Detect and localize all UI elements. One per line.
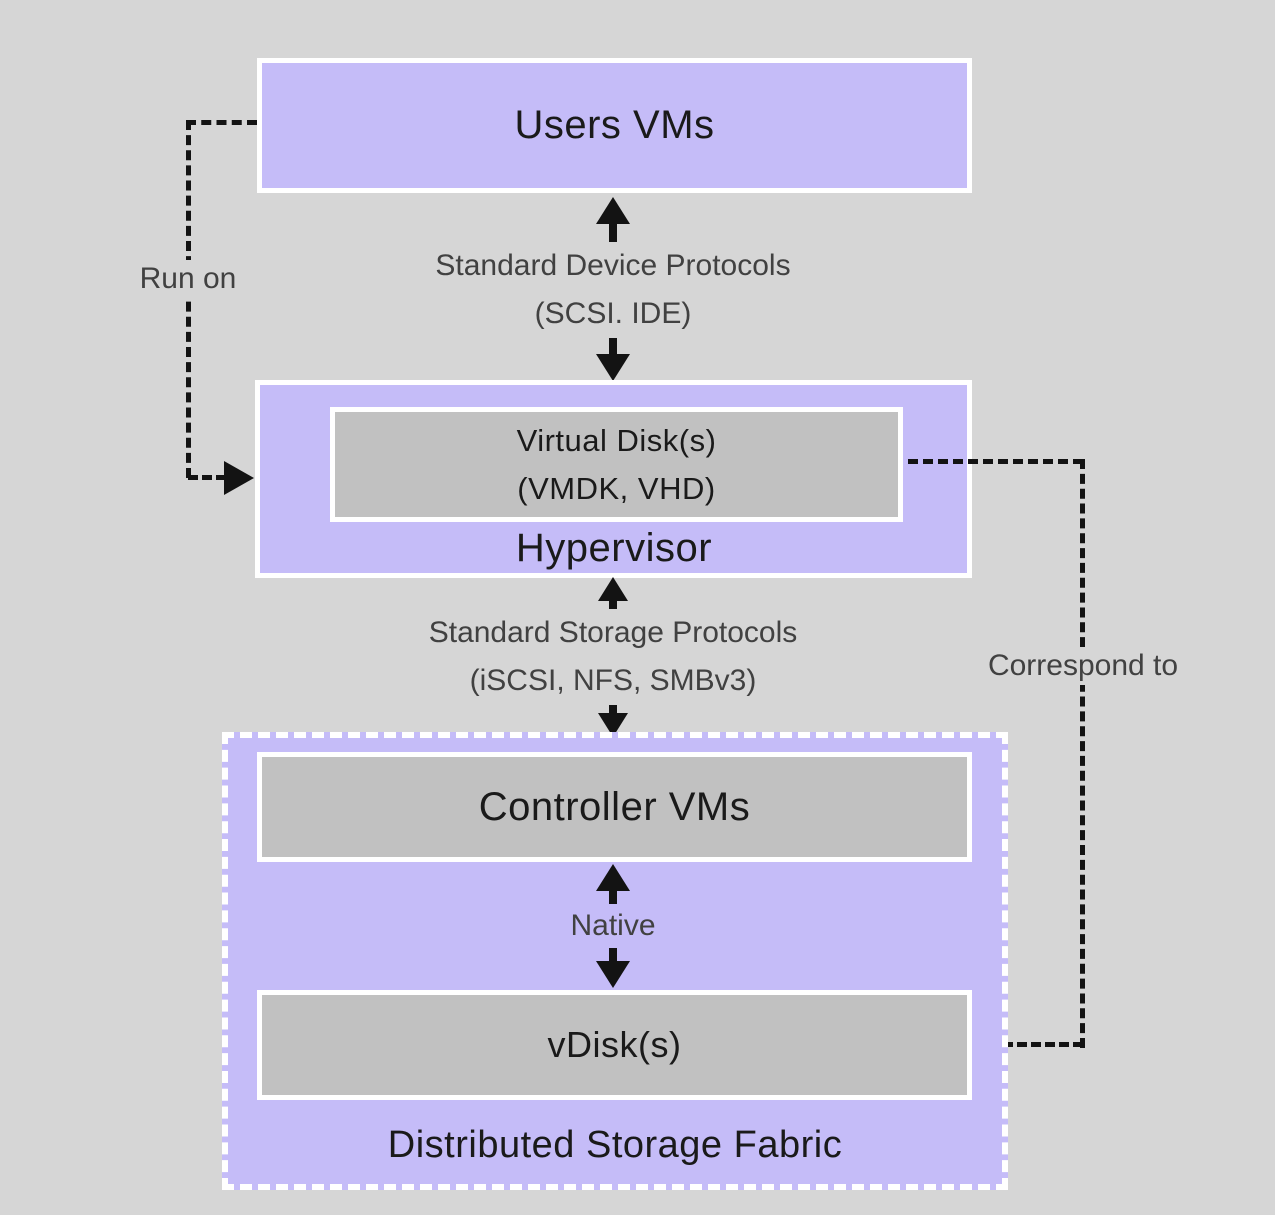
- vdisk-box: vDisk(s): [257, 990, 972, 1100]
- storage-protocols-label-line2: (iSCSI, NFS, SMBv3): [469, 664, 757, 697]
- controller-vms-box: Controller VMs: [257, 752, 972, 862]
- storage-protocols-connector: Standard Storage Protocols (iSCSI, NFS, …: [363, 577, 863, 737]
- correspond-line-bottom: [1003, 1042, 1083, 1047]
- distributed-storage-fabric-label: Distributed Storage Fabric: [387, 1124, 843, 1166]
- arrow-up-stem: [609, 891, 617, 904]
- run-on-label: Run on: [129, 260, 247, 298]
- native-label: Native: [570, 909, 656, 942]
- device-protocols-label-line2: (SCSI. IDE): [534, 297, 692, 330]
- arrow-down-head: [596, 354, 630, 381]
- arrow-down-icon: [596, 948, 630, 988]
- arrow-down-stem: [609, 338, 617, 354]
- arrow-up-head: [596, 197, 630, 224]
- arrow-up-stem: [609, 224, 617, 242]
- hypervisor-label: Hypervisor: [515, 526, 713, 570]
- arrow-down-icon: [596, 338, 630, 381]
- arrow-up-icon: [598, 577, 628, 609]
- users-vms-label: Users VMs: [514, 103, 715, 147]
- arrow-down-stem: [609, 705, 617, 713]
- virtual-disk-box: Virtual Disk(s) (VMDK, VHD): [330, 407, 903, 522]
- storage-protocols-label-line1: Standard Storage Protocols: [428, 616, 798, 649]
- users-vms-box: Users VMs: [257, 58, 972, 193]
- arrow-up-head: [596, 864, 630, 891]
- vdisk-label: vDisk(s): [547, 1024, 682, 1065]
- correspond-to-label: Correspond to: [977, 647, 1189, 685]
- controller-vms-label: Controller VMs: [478, 784, 751, 829]
- run-on-line-vertical: [186, 120, 191, 478]
- correspond-line-vertical: [1080, 459, 1085, 1048]
- arrow-up-stem: [609, 601, 617, 609]
- arrow-down-stem: [609, 948, 617, 961]
- native-connector: Native: [513, 864, 713, 988]
- device-protocols-connector: Standard Device Protocols (SCSI. IDE): [363, 197, 863, 381]
- arrow-up-head: [598, 577, 628, 601]
- virtual-disk-label-line2: (VMDK, VHD): [517, 470, 716, 506]
- device-protocols-label-line1: Standard Device Protocols: [435, 249, 791, 282]
- arrow-up-icon: [596, 864, 630, 904]
- arrow-down-head: [596, 961, 630, 988]
- run-on-line-top: [186, 120, 257, 125]
- arrow-right-icon: [224, 461, 254, 495]
- virtual-disk-label-line1: Virtual Disk(s): [516, 422, 717, 458]
- arrow-up-icon: [596, 197, 630, 242]
- correspond-line-top: [908, 459, 1083, 464]
- run-on-line-bottom: [188, 475, 226, 480]
